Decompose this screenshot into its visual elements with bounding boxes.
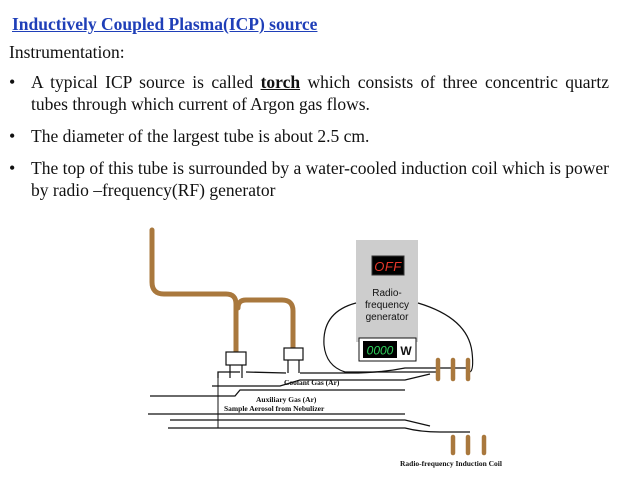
power-display	[363, 341, 397, 358]
bullet-text-prefix: A typical ICP source is called	[31, 72, 261, 92]
section-subtitle: Instrumentation:	[9, 42, 125, 62]
bullet-text: The top of this tube is surrounded by a …	[31, 158, 609, 200]
rf-cable-left	[323, 302, 436, 373]
auxiliary-fitting	[225, 351, 247, 366]
outer-tube-bottom	[168, 427, 470, 433]
outer-tube-top	[217, 367, 470, 378]
coolant-gas-label: Coolant Gas (Ar)	[284, 378, 340, 387]
rf-cable-right	[417, 302, 474, 373]
bullet-item: The top of this tube is surrounded by a …	[9, 157, 609, 201]
power-unit-text: W	[400, 344, 412, 358]
power-display-text: 0000	[367, 344, 394, 358]
rf-generator: OFF Radio- frequency generator 0000 W	[356, 240, 418, 362]
rf-cables	[323, 302, 474, 373]
quartz-tubes	[148, 367, 470, 433]
coolant-fitting	[283, 347, 304, 361]
auxiliary-gas-supply-tube	[149, 227, 239, 355]
bullet-text: The diameter of the largest tube is abou…	[31, 126, 370, 146]
bullet-keyword: torch	[260, 72, 301, 92]
induction-coil	[435, 357, 487, 456]
bullet-item: A typical ICP source is called torch whi…	[9, 71, 609, 115]
rf-generator-label-line2: frequency	[365, 300, 409, 311]
sample-aerosol-label: Sample Aerosol from Nebulizer	[224, 404, 325, 413]
coolant-gas-supply-tube	[235, 297, 296, 353]
middle-tube-bottom	[170, 419, 431, 427]
induction-coil-label: Radio-frequency Induction Coil	[400, 459, 502, 468]
bullet-list: A typical ICP source is called torch whi…	[9, 71, 609, 211]
status-display	[371, 255, 405, 276]
status-display-text: OFF	[374, 259, 402, 274]
bullet-text-suffix: which consists of three concentric quart…	[31, 72, 609, 114]
gas-supply-tubes	[149, 227, 296, 355]
rf-generator-label-line1: Radio-	[372, 288, 401, 299]
slide-title: Inductively Coupled Plasma(ICP) source	[12, 14, 318, 34]
inner-tube-top	[150, 389, 405, 397]
middle-tube-top	[212, 373, 431, 387]
rf-generator-label-line3: generator	[366, 312, 409, 323]
auxiliary-gas-label: Auxiliary Gas (Ar)	[256, 395, 317, 404]
bullet-item: The diameter of the largest tube is abou…	[9, 125, 609, 147]
tube-fittings	[225, 347, 304, 378]
